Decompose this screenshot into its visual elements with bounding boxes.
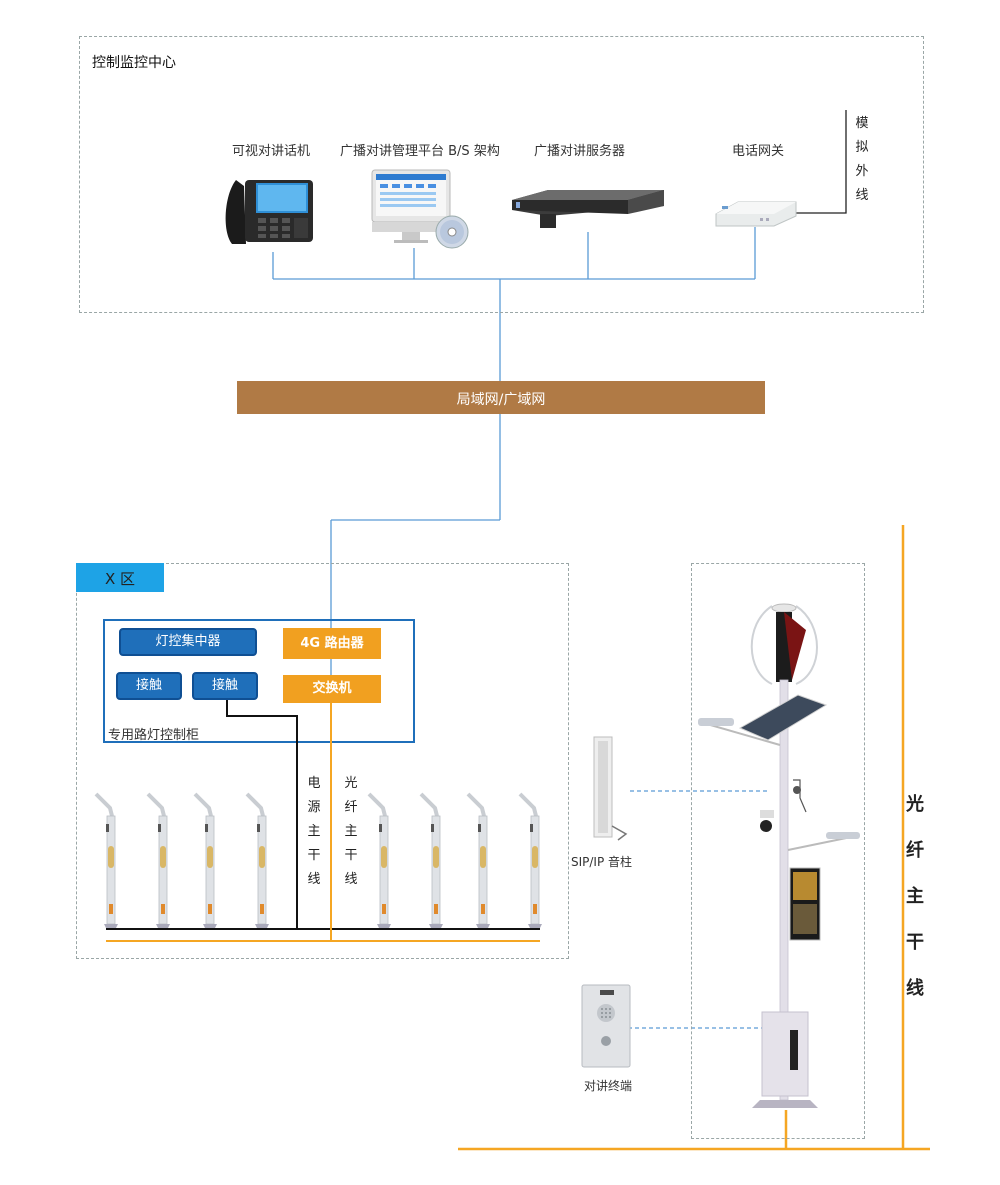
column-speaker-label: SIP/IP 音柱 [571,855,633,869]
server-label: 广播对讲服务器 [534,144,626,159]
fiber-trunk-label-main: 光纤主干线 [906,794,924,999]
zone-box [76,563,569,959]
network-bar-label: 局域网/广域网 [456,392,546,408]
switch-box: 交换机 [283,675,381,703]
power-trunk-label: 电源主干线 [307,776,321,887]
concentrator-label: 灯控集中器 [155,634,221,649]
concentrator-box: 灯控集中器 [119,628,257,656]
zone-title: X 区 [104,570,136,588]
gateway-label: 电话网关 [732,144,785,159]
network-bar [237,381,765,414]
control-center-title: 控制监控中心 [92,55,176,71]
switch-label: 交换机 [312,681,352,696]
fiber-trunk-label-zone: 光纤主干线 [344,776,358,887]
control-center-box [79,36,924,313]
contact-box-2: 接触 [192,672,258,700]
smart-pole-box [691,563,865,1139]
contact-label-2: 接触 [211,678,238,693]
contact-box-1: 接触 [116,672,182,700]
router-box: 4G 路由器 [283,628,381,659]
intercom-terminal-label: 对讲终端 [584,1079,633,1093]
platform-label: 广播对讲管理平台 B/S 架构 [340,144,500,159]
analog-line-label: 模拟外线 [855,116,869,203]
contact-label-1: 接触 [135,678,162,693]
video-intercom-label: 可视对讲话机 [232,144,311,159]
zone-tab [76,563,164,592]
router-label: 4G 路由器 [300,636,364,651]
cabinet-label: 专用路灯控制柜 [108,728,200,743]
